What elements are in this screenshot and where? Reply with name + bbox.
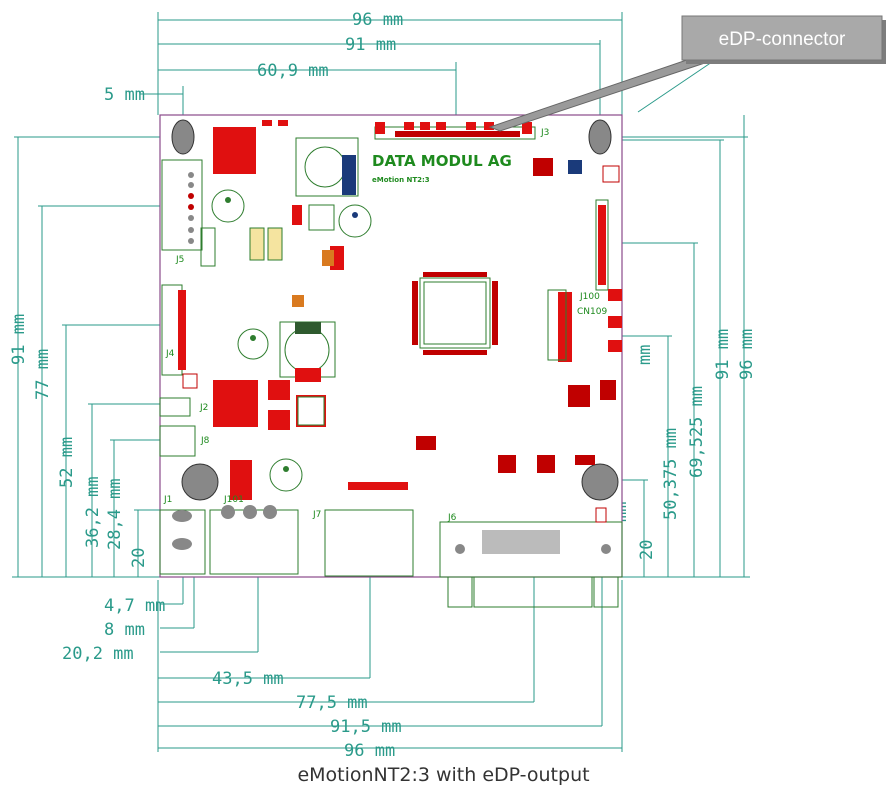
label-j7: J7 xyxy=(312,510,321,520)
dim-right-20: 20 xyxy=(637,540,657,560)
top-dimensions xyxy=(140,12,623,130)
mounting-hole-top-right xyxy=(588,119,612,155)
dim-right-91: 91 mm xyxy=(713,329,733,380)
dim-bottom-8: 8 mm xyxy=(104,620,145,640)
label-j2: J2 xyxy=(199,403,208,413)
label-j3: J3 xyxy=(540,128,549,138)
figure-caption: eMotionNT2:3 with eDP-output xyxy=(297,764,590,786)
label-j8: J8 xyxy=(200,436,210,446)
connector-j1 xyxy=(159,509,206,575)
dim-bottom-43-5: 43,5 mm xyxy=(212,669,284,689)
capacitor-2 xyxy=(338,204,372,238)
dim-top-91: 91 mm xyxy=(345,35,396,55)
edp-callout: eDP-connector xyxy=(488,15,886,132)
dim-top-96: 96 mm xyxy=(352,10,403,30)
mounting-hole-bottom-right xyxy=(581,463,619,501)
dim-bottom-91-5: 91,5 mm xyxy=(330,717,402,737)
mounting-hole-top-left xyxy=(171,119,195,155)
dim-right-mm-top: mm xyxy=(635,345,655,365)
label-j6: J6 xyxy=(447,513,457,523)
model-silkscreen: eMotion NT2:3 xyxy=(372,176,430,184)
label-j4: J4 xyxy=(165,349,175,359)
connector-j5 xyxy=(161,159,203,251)
main-ic-pins xyxy=(412,272,498,355)
dim-left-28-4: 28,4 mm xyxy=(105,478,125,550)
mounting-hole-bottom-left xyxy=(181,463,219,501)
brand-silkscreen: DATA MODUL AG xyxy=(372,152,512,170)
capacitor-1 xyxy=(211,189,245,223)
right-dimension-labels: mm 50,375 mm 69,525 mm 91 mm 96 mm mm 20 xyxy=(611,329,757,560)
label-j101: J101 xyxy=(223,495,244,505)
dim-right-50-375: 50,375 mm xyxy=(661,428,681,520)
right-dimensions xyxy=(600,115,750,578)
coil-top xyxy=(295,137,359,197)
dim-top-60-9: 60,9 mm xyxy=(257,61,329,81)
edp-callout-label: eDP-connector xyxy=(719,29,846,50)
dim-left-36-2: 36,2 mm xyxy=(83,476,103,548)
main-ic xyxy=(419,277,491,349)
dim-bottom-96: 96 mm xyxy=(344,741,395,761)
dim-bottom-20-2: 20,2 mm xyxy=(62,644,134,664)
label-j1: J1 xyxy=(163,495,172,505)
dim-right-69-525: 69,525 mm xyxy=(687,386,707,478)
label-j5: J5 xyxy=(175,255,184,265)
inductor-bottom xyxy=(213,380,258,427)
left-dimension-labels: 91 mm 77 mm 52 mm 36,2 mm 28,4 mm 20 xyxy=(9,314,149,568)
edp-connector-j3 xyxy=(374,122,536,140)
dim-left-91: 91 mm xyxy=(9,314,29,365)
capacitor-3 xyxy=(237,328,269,360)
dim-right-96: 96 mm xyxy=(737,329,757,380)
connector-j2 xyxy=(159,397,191,417)
dim-bottom-4-7: 4,7 mm xyxy=(104,596,165,616)
connector-j7 xyxy=(324,509,414,577)
dim-left-20: 20 xyxy=(129,548,149,568)
bottom-dimension-labels: 4,7 mm 8 mm 20,2 mm 43,5 mm 77,5 mm 91,5… xyxy=(62,596,402,761)
capacitor-4 xyxy=(269,458,303,492)
top-dimension-labels: 96 mm 91 mm 60,9 mm 5 mm xyxy=(104,10,403,105)
dim-left-77: 77 mm xyxy=(33,349,53,400)
label-j100: J100 xyxy=(579,292,600,302)
dim-top-5: 5 mm xyxy=(104,85,145,105)
label-cn109: CN109 xyxy=(577,307,607,317)
dim-left-52: 52 mm xyxy=(57,437,77,488)
pcb-board: DATA MODUL AG eMotion NT2:3 J3 J5 J4 J2 … xyxy=(159,114,623,608)
connector-j8 xyxy=(159,425,196,457)
inductor-top xyxy=(213,127,256,174)
dim-bottom-77-5: 77,5 mm xyxy=(296,693,368,713)
